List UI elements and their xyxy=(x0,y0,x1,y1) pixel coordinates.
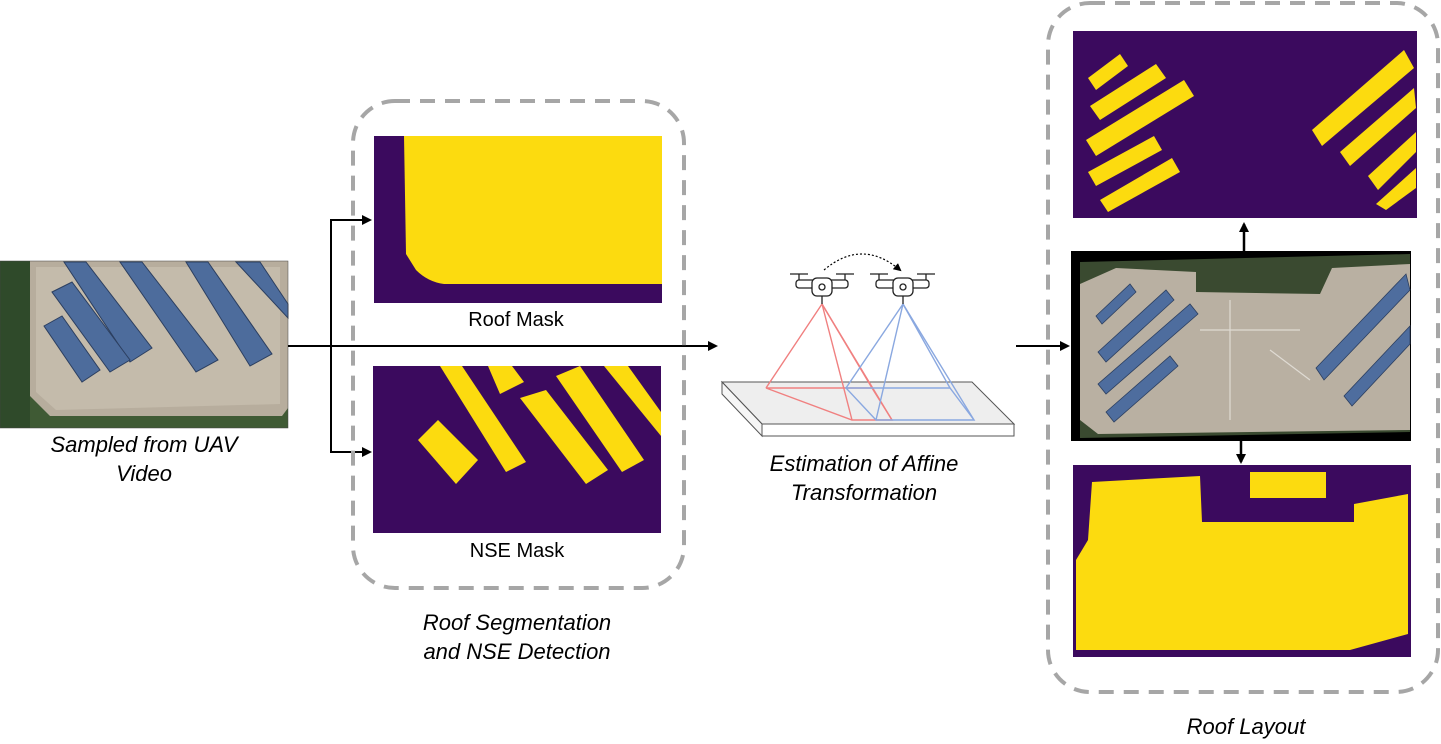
input-caption-line1: Sampled from UAV xyxy=(50,432,239,457)
roof-mask-label: Roof Mask xyxy=(468,309,565,331)
stitched-roof-image xyxy=(1071,251,1411,441)
drone-icon xyxy=(790,273,854,304)
input-caption-line2: Video xyxy=(116,461,172,486)
segmentation-group-border xyxy=(351,99,686,590)
layout-nse-mask-image xyxy=(1073,31,1417,218)
affine-caption-line2: Transformation xyxy=(791,480,937,505)
input-frame-image xyxy=(0,260,289,429)
affine-caption-line1: Estimation of Affine xyxy=(770,451,959,476)
layout-caption: Roof Layout xyxy=(1187,714,1307,739)
nse-mask-label: NSE Mask xyxy=(470,540,565,562)
projection-rays-blue xyxy=(844,303,976,421)
layout-group-border xyxy=(1046,1,1440,694)
layout-roof-mask-image xyxy=(1073,465,1411,657)
roof-mask-image xyxy=(374,136,662,303)
nse-mask-image xyxy=(373,366,661,533)
segmentation-caption-line2: and NSE Detection xyxy=(423,639,610,664)
segmentation-caption-line1: Roof Segmentation xyxy=(423,610,611,635)
ground-plane-icon xyxy=(720,380,1016,438)
curved-arrow-icon xyxy=(823,253,902,272)
drone-icon xyxy=(870,273,935,304)
input-connectors xyxy=(288,215,718,457)
